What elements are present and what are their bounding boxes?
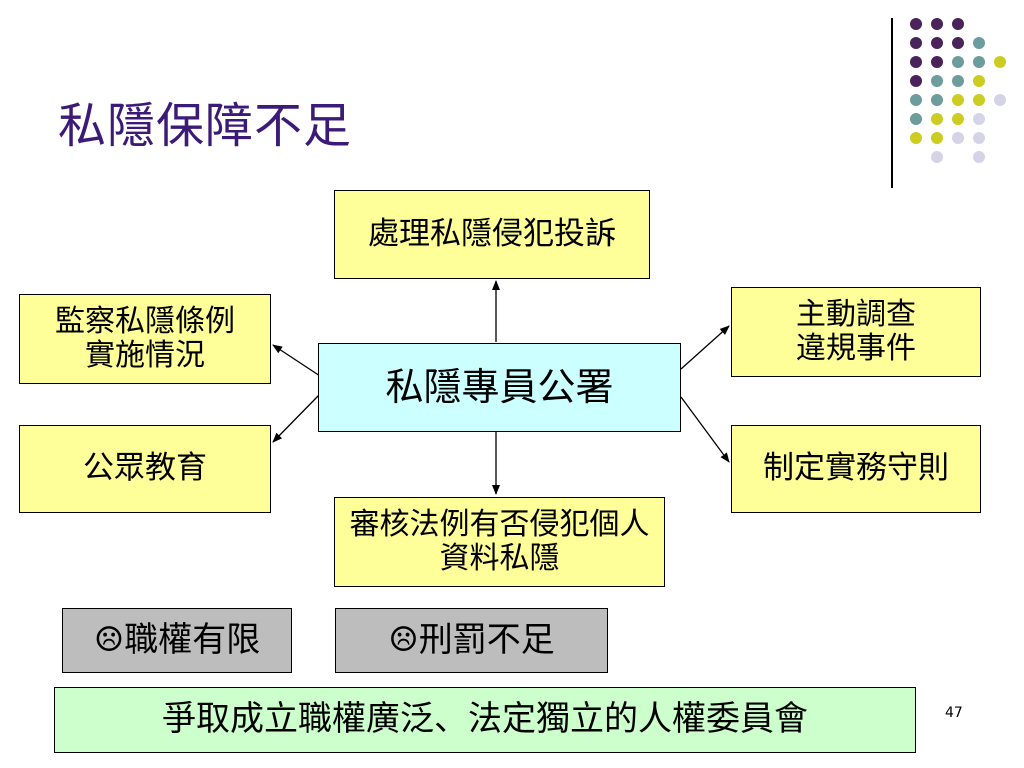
box-handle-complaints-label: 處理私隱侵犯投訴 — [368, 215, 616, 252]
box-review-legislation: 審核法例有否侵犯個人資料私隱 — [334, 497, 665, 587]
box-privacy-commissioner: 私隱專員公署 — [318, 343, 681, 432]
issue-limited-powers-label: ☹職權有限 — [93, 619, 261, 660]
page-number: 47 — [945, 705, 963, 721]
box-codes-of-practice: 制定實務守則 — [731, 425, 981, 513]
issue-limited-powers: ☹職權有限 — [62, 608, 292, 673]
conclusion-banner: 爭取成立職權廣泛、法定獨立的人權委員會 — [54, 687, 916, 753]
box-privacy-commissioner-label: 私隱專員公署 — [385, 364, 614, 409]
box-codes-of-practice-label: 制定實務守則 — [763, 450, 949, 487]
box-review-legislation-label: 審核法例有否侵犯個人資料私隱 — [349, 506, 650, 576]
box-public-education-label: 公眾教育 — [83, 450, 207, 487]
box-monitor-ordinance-label: 監察私隱條例實施情況 — [55, 303, 235, 373]
issue-insufficient-penalties: ☹刑罰不足 — [335, 608, 608, 673]
issue-insufficient-penalties-label: ☹刑罰不足 — [388, 619, 555, 660]
box-handle-complaints: 處理私隱侵犯投訴 — [334, 190, 650, 279]
box-public-education: 公眾教育 — [19, 425, 271, 513]
box-monitor-ordinance: 監察私隱條例實施情況 — [19, 294, 271, 384]
decorative-dot-grid — [910, 18, 1006, 163]
slide-title: 私隱保障不足 — [58, 98, 353, 154]
box-investigate-violations-label: 主動調查違規事件 — [796, 296, 916, 366]
conclusion-banner-label: 爭取成立職權廣泛、法定獨立的人權委員會 — [162, 699, 808, 740]
box-investigate-violations: 主動調查違規事件 — [731, 287, 981, 377]
decorative-divider — [891, 18, 893, 188]
